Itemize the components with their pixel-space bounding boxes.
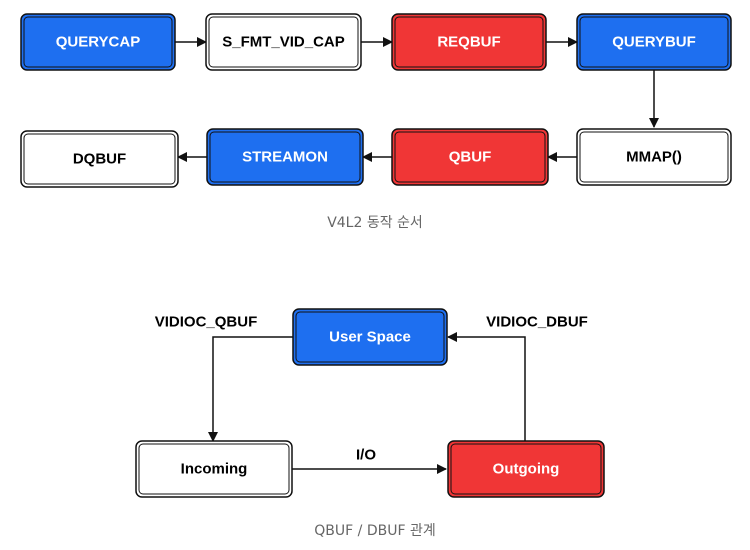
node-reqbuf-label: REQBUF [437,34,500,51]
node-querybuf-inner-border [579,16,729,68]
node-qbuf-inner-border [394,131,546,183]
diagram1-edges [175,37,659,162]
edge-outgoing-to-user-space [447,332,526,441]
edge-user-space-to-incoming [208,336,293,442]
node-dqbuf: DQBUF [20,130,179,188]
node-streamon: STREAMON [206,128,364,186]
node-outgoing-label: Outgoing [493,461,560,478]
node-dqbuf-inner-border [23,133,176,185]
edge-label-vidioc-dbuf: VIDIOC_DBUF [486,314,588,331]
edge-label-io: I/O [356,447,376,464]
node-s-fmt-vid-cap-inner-border [208,16,359,68]
diagram1-caption: V4L2 동작 순서 [327,215,423,231]
node-reqbuf: REQBUF [391,13,547,71]
node-querybuf: QUERYBUF [576,13,732,71]
node-incoming-inner-border [138,443,290,495]
node-s-fmt-vid-cap-label: S_FMT_VID_CAP [222,34,345,51]
node-querycap-label: QUERYCAP [56,34,140,51]
node-streamon-label: STREAMON [242,149,328,166]
node-querycap: QUERYCAP [20,13,176,71]
node-streamon-inner-border [209,131,361,183]
diagram2-edges [208,332,526,474]
node-querycap-inner-border [23,16,173,68]
node-qbuf-label: QBUF [449,149,492,166]
node-incoming-label: Incoming [181,461,248,478]
node-dqbuf-label: DQBUF [73,151,126,168]
node-user-space: User Space [292,308,448,366]
node-querybuf-label: QUERYBUF [612,34,696,51]
node-s-fmt-vid-cap: S_FMT_VID_CAP [205,13,362,71]
node-mmap-inner-border [579,131,729,183]
node-qbuf: QBUF [391,128,549,186]
node-outgoing: Outgoing [447,440,605,498]
diagram1-nodes: QUERYCAP S_FMT_VID_CAP REQBUF QUERYBUF M… [20,13,732,188]
node-user-space-inner-border [295,311,445,363]
node-user-space-label: User Space [329,329,411,346]
node-mmap: MMAP() [576,128,732,186]
node-mmap-label: MMAP() [626,149,682,166]
node-reqbuf-inner-border [394,16,544,68]
edge-label-vidioc-qbuf: VIDIOC_QBUF [155,314,258,331]
diagram2-caption: QBUF / DBUF 관계 [314,523,435,539]
node-incoming: Incoming [135,440,293,498]
diagram2-nodes: User Space Incoming Outgoing [135,308,605,498]
node-outgoing-inner-border [450,443,602,495]
